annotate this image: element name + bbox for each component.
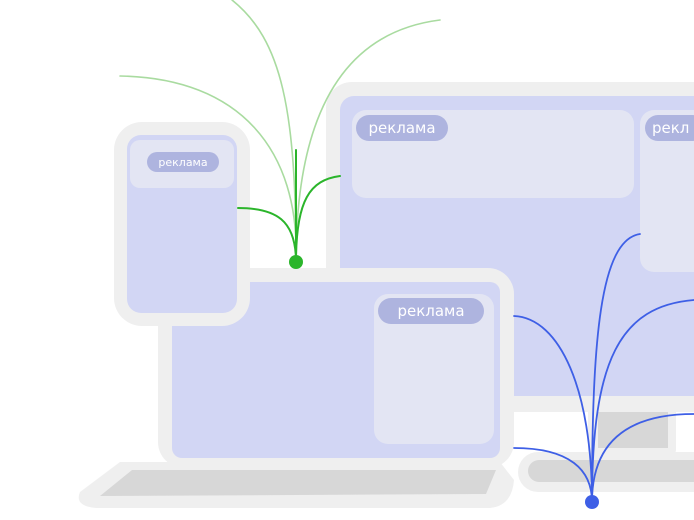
- blue-branch-laptop: [513, 315, 593, 503]
- phone: реклама: [114, 122, 250, 326]
- monitor-ad-block-right: [640, 110, 694, 272]
- green-branch-right: [295, 19, 441, 263]
- laptop-ad-label-pill: [378, 298, 484, 324]
- green-node: [289, 255, 303, 269]
- laptop-base-inner: [100, 470, 496, 496]
- monitor-ad-label-right: рекл: [652, 119, 689, 137]
- laptop-ad-label: реклама: [397, 302, 464, 320]
- blue-node: [585, 495, 599, 509]
- monitor-stand-base-inner: [528, 460, 694, 482]
- blue-branch-laptop-base: [513, 447, 593, 503]
- blue-branch-stand: [591, 413, 694, 503]
- blue-branches: [513, 233, 694, 509]
- phone-ad-label-pill: [147, 152, 219, 172]
- monitor-ad-label-right-pill: [645, 115, 694, 141]
- blue-branch-monitor-ad: [591, 233, 641, 503]
- green-branch-far-left: [119, 75, 297, 263]
- phone-ad-label: реклама: [158, 156, 207, 169]
- desktop-monitor: реклама рекл: [326, 82, 694, 492]
- monitor-ad-label-left-pill: [356, 115, 448, 141]
- green-branches: [119, 0, 441, 269]
- monitor-ad-label-left: реклама: [368, 119, 435, 137]
- laptop: реклама: [78, 268, 514, 508]
- monitor-stand-neck-inner: [598, 408, 668, 448]
- laptop-ad-block: [374, 294, 494, 444]
- blue-branch-monitor-screen: [591, 299, 694, 503]
